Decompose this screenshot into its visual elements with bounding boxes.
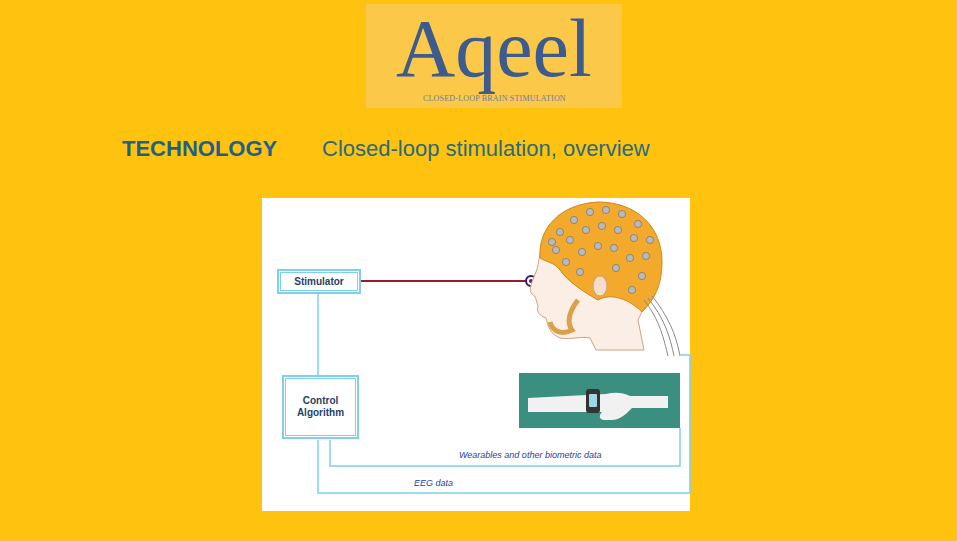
watch [586,389,600,413]
watch-face [589,394,597,407]
wire-label: EEG data [412,478,455,488]
box-label: Stimulator [294,276,343,288]
wearable-data-wire [330,428,680,466]
box-label: Control Algorithm [290,395,351,419]
eeg-cap [540,202,662,312]
chin-strap [550,300,578,332]
logo-tagline: CLOSED-LOOP BRAIN STIMULATION [423,94,566,103]
diagram-panel [262,198,690,511]
section-heading: TECHNOLOGY [122,136,277,162]
wearable-panel [519,373,680,428]
wire-label: Wearables and other biometric data [457,450,603,460]
stimulation-wire [360,280,528,282]
cap-cables [644,296,680,356]
eeg-data-wire [318,355,690,493]
slide-subtitle: Closed-loop stimulation, overview [322,136,650,162]
ear [593,276,607,296]
connector [317,294,319,375]
logo-ground [366,4,622,108]
control-box: Control Algorithm [282,375,359,439]
stimulator-box: Stimulator [277,269,361,294]
logo-wordmark: Aqeel [396,8,592,90]
